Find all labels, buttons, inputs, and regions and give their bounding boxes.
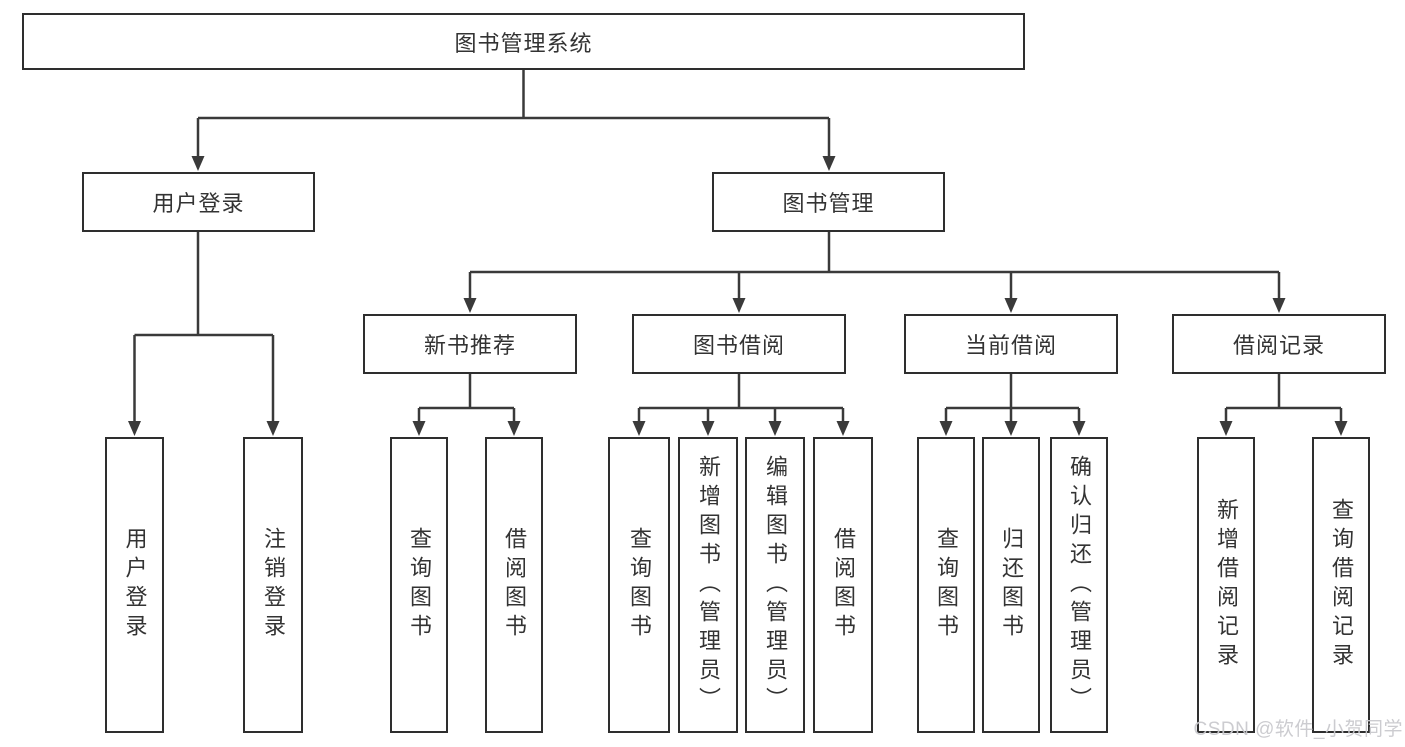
node-current-borrowing: 当前借阅 [904,314,1118,374]
connector-root-to-level2 [191,70,836,171]
node-root: 图书管理系统 [22,13,1025,70]
leaf-query-borrow-record-label: 查询借阅记录 [1329,498,1354,672]
node-root-label: 图书管理系统 [454,30,593,56]
leaf-query-books-current-label: 查询图书 [934,527,959,643]
connector-borrow-records-to-leaves [1219,374,1348,436]
leaf-query-books-recommend-label: 查询图书 [407,527,432,643]
leaf-borrow-books-recommend-label: 借阅图书 [502,527,527,643]
connector-new-book-recommend-to-leaves [412,374,521,436]
leaf-query-borrow-record: 查询借阅记录 [1312,437,1370,733]
leaf-return-books-label: 归还图书 [999,527,1024,643]
node-book-borrowing: 图书借阅 [632,314,846,374]
connector-book-management-to-level3 [463,232,1286,313]
leaf-add-borrow-record-label: 新增借阅记录 [1214,498,1239,672]
connector-book-borrowing-to-leaves [632,374,850,436]
leaf-borrow-books: 借阅图书 [813,437,873,733]
connector-user-login-to-leaves [128,232,280,436]
node-book-borrowing-label: 图书借阅 [692,333,785,358]
leaf-query-books-borrowing-label: 查询图书 [627,527,652,643]
node-borrow-records: 借阅记录 [1172,314,1386,374]
connector-current-borrowing-to-leaves [939,374,1086,436]
leaf-query-books-recommend: 查询图书 [390,437,448,733]
leaf-logout: 注销登录 [243,437,303,733]
leaf-logout-label: 注销登录 [261,527,286,643]
leaf-edit-books-admin: 编辑图书（管理员） [745,437,805,733]
leaf-add-books-admin: 新增图书（管理员） [678,437,738,733]
node-new-book-recommend-label: 新书推荐 [423,333,516,358]
leaf-borrow-books-recommend: 借阅图书 [485,437,543,733]
leaf-add-borrow-record: 新增借阅记录 [1197,437,1255,733]
leaf-user-login: 用户登录 [105,437,164,733]
leaf-query-books-borrowing: 查询图书 [608,437,670,733]
node-current-borrowing-label: 当前借阅 [964,333,1057,358]
leaf-edit-books-admin-label: 编辑图书（管理员） [763,454,788,716]
node-user-login-label: 用户登录 [152,191,245,216]
watermark: CSDN @软件_小贺同学 [1193,719,1403,740]
node-book-management: 图书管理 [712,172,945,232]
leaf-return-books: 归还图书 [982,437,1040,733]
leaf-user-login-label: 用户登录 [122,527,148,643]
node-book-management-label: 图书管理 [782,191,875,216]
node-borrow-records-label: 借阅记录 [1232,333,1325,358]
leaf-query-books-current: 查询图书 [917,437,975,733]
leaf-borrow-books-label: 借阅图书 [831,527,856,643]
leaf-confirm-return-admin-label: 确认归还（管理员） [1067,454,1092,716]
node-user-login: 用户登录 [82,172,315,232]
leaf-add-books-admin-label: 新增图书（管理员） [696,454,721,716]
leaf-confirm-return-admin: 确认归还（管理员） [1050,437,1108,733]
node-new-book-recommend: 新书推荐 [363,314,577,374]
